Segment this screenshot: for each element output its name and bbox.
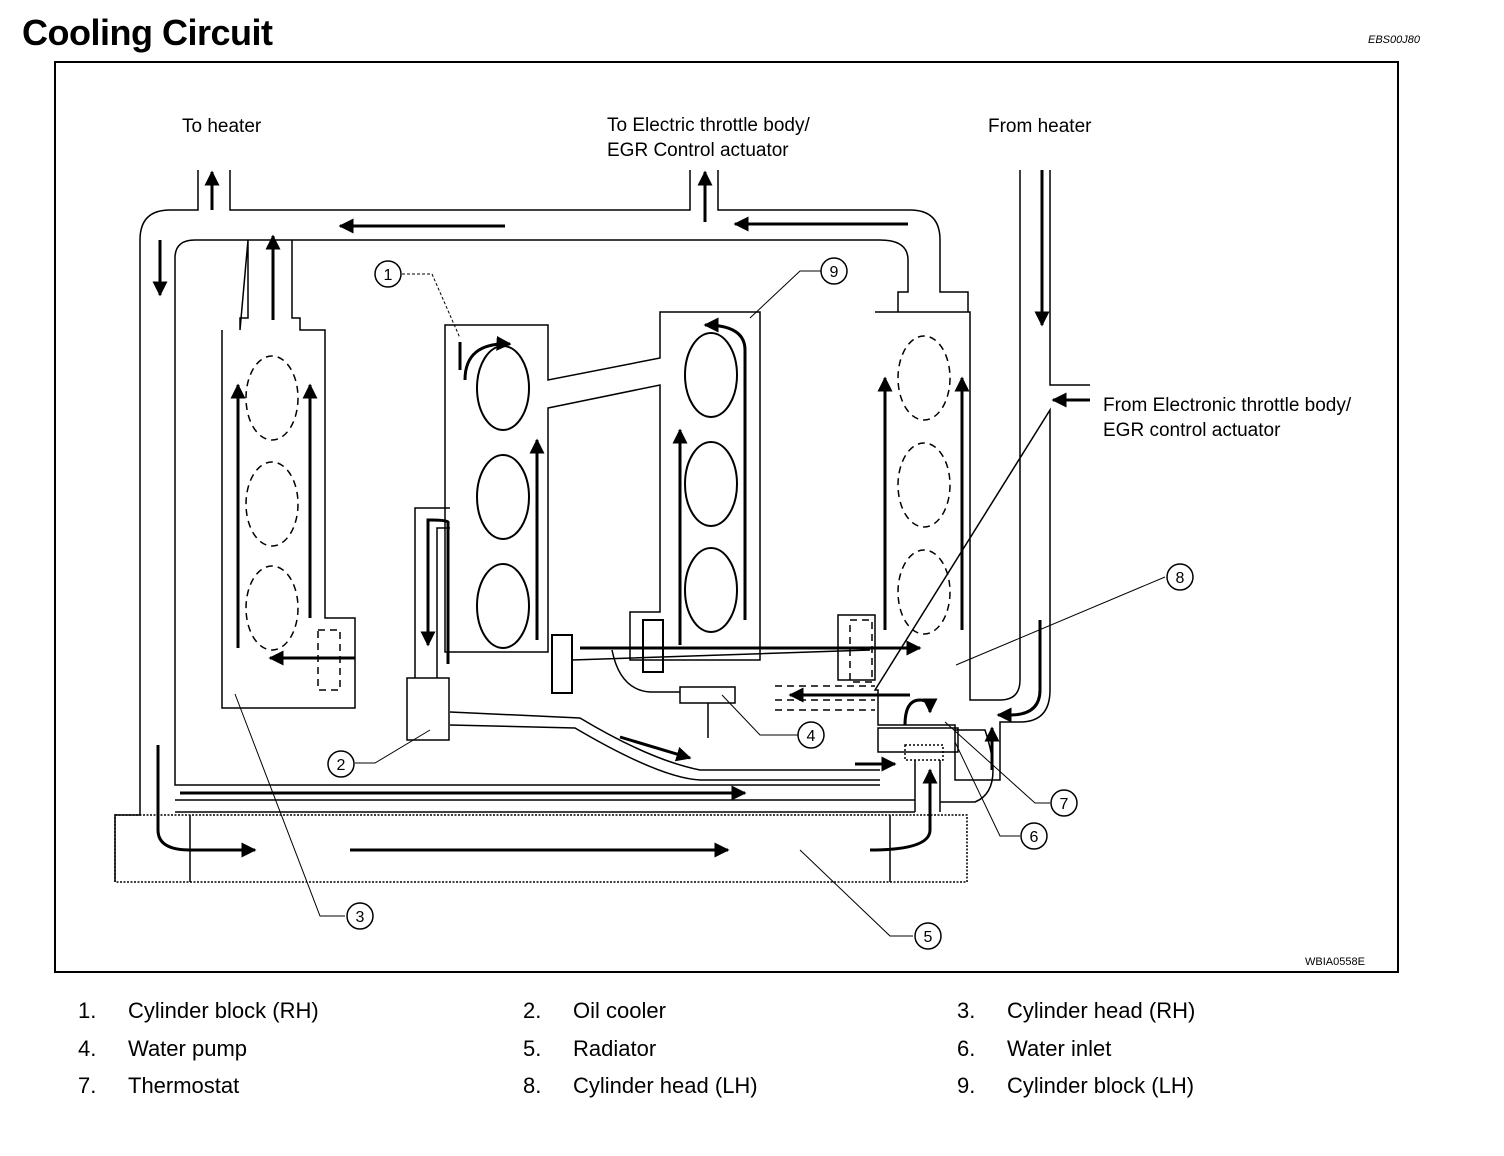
bore-lh-3 [897, 549, 951, 635]
parts-legend: 1.Cylinder block (RH) 2.Oil cooler 3.Cyl… [0, 990, 1504, 1130]
label-from-throttle-2: EGR control actuator [1103, 420, 1281, 441]
thermostat [904, 744, 944, 761]
label-to-throttle-2: EGR Control actuator [607, 140, 789, 161]
bore-rh-2 [245, 461, 299, 547]
figure-code: WBIA0558E [1305, 956, 1365, 968]
cylinder-head-rh [221, 239, 356, 709]
legend-item: 8.Cylinder head (LH) [523, 1073, 758, 1098]
callout-7 [1050, 789, 1078, 817]
cooling-circuit-diagram: 1 2 3 4 5 6 7 8 9 To heater To Electric … [54, 61, 1399, 973]
legend-item: 9.Cylinder block (LH) [957, 1073, 1195, 1098]
callout-4 [797, 721, 825, 749]
cylinder-block-rh [444, 311, 761, 661]
page-title: Cooling Circuit [22, 12, 273, 53]
bore-lh-1 [897, 335, 951, 421]
bore-rh-3 [245, 565, 299, 651]
oil-cooler [406, 677, 450, 741]
label-from-heater: From heater [988, 116, 1092, 137]
bore-rh-1 [245, 355, 299, 441]
label-from-throttle-1: From Electronic throttle body/ [1103, 395, 1352, 416]
diagram-frame [54, 61, 1399, 973]
legend-item: 5.Radiator [523, 1036, 657, 1061]
legend-item: 6.Water inlet [957, 1036, 1112, 1061]
callout-3 [346, 902, 374, 930]
passage-rh [317, 629, 341, 691]
water-inlet [877, 727, 959, 753]
document-code: EBS00J80 [1368, 34, 1420, 46]
callout-2 [327, 750, 355, 778]
radiator [114, 814, 968, 883]
top-passage [139, 170, 969, 312]
legend-item: 4.Water pump [78, 1036, 248, 1061]
label-to-heater: To heater [182, 116, 262, 137]
callout-8-num: 8 [1176, 570, 1185, 587]
legend-item: 7.Thermostat [78, 1073, 240, 1098]
callout-8 [1166, 563, 1194, 591]
callout-2-num: 2 [337, 757, 346, 774]
callout-5-num: 5 [924, 929, 933, 946]
callout-9-num: 9 [830, 264, 839, 281]
callout-3-num: 3 [356, 909, 365, 926]
callout-1-num: 1 [384, 267, 393, 284]
callout-6-num: 6 [1030, 829, 1039, 846]
legend-item: 2.Oil cooler [523, 998, 666, 1023]
callout-9 [820, 257, 848, 285]
label-to-throttle-1: To Electric throttle body/ [607, 115, 810, 136]
callout-6 [1020, 822, 1048, 850]
cylinder-head-lh [873, 170, 1090, 781]
callout-1 [374, 260, 402, 288]
liner-rh-3 [476, 563, 530, 649]
liner-rh-1 [476, 345, 530, 431]
callout-4-num: 4 [807, 728, 816, 745]
liner-lh-3 [684, 547, 738, 633]
liner-lh-1 [684, 332, 738, 418]
liner-lh-2 [684, 441, 738, 527]
legend-item: 1.Cylinder block (RH) [78, 998, 319, 1023]
callout-7-num: 7 [1060, 796, 1069, 813]
callout-5 [914, 922, 942, 950]
passage-lh [849, 619, 873, 683]
legend-item: 3.Cylinder head (RH) [957, 998, 1196, 1023]
bore-lh-2 [897, 442, 951, 528]
liner-rh-2 [476, 454, 530, 540]
